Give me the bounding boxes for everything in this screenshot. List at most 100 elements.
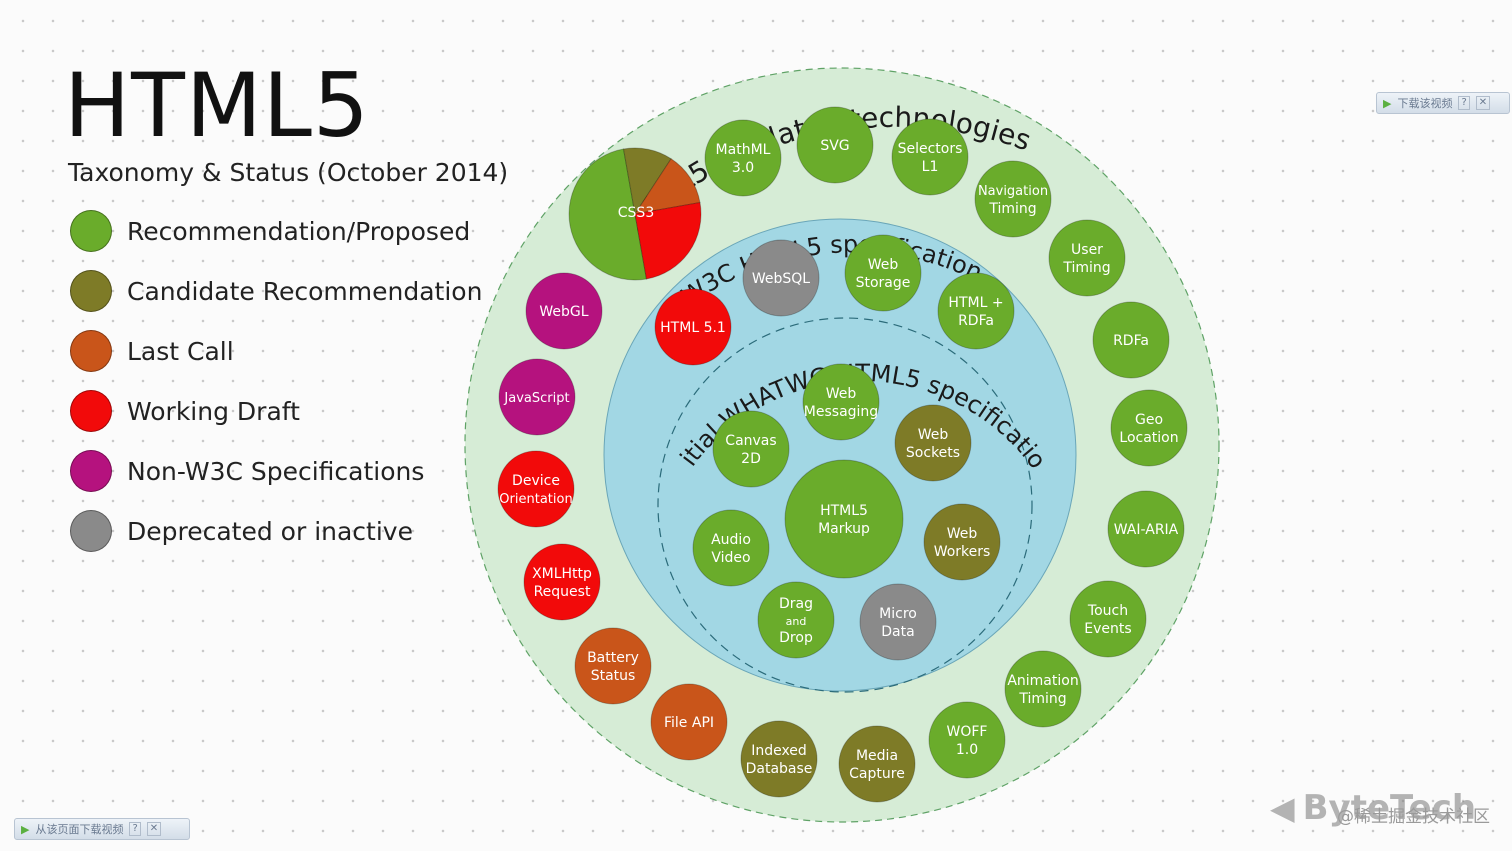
spec-label: WAI-ARIA [1114,522,1179,538]
spec-label: Micro [879,606,917,622]
spec-label: Location [1119,430,1178,446]
spec-bubble [1110,389,1188,467]
inner-ring [657,317,1033,693]
spec-label: Battery [587,650,639,666]
spec-bubble [1069,580,1147,658]
legend-item-non-w3c: Non-W3C Specifications [70,450,424,492]
play-icon: ▶ [21,822,30,836]
spec-html-5-1: HTML 5.1 [654,288,732,366]
spec-label: WebSQL [752,271,810,287]
page-title: HTML5 [64,54,370,157]
spec-label: WebGL [539,304,588,320]
spec-bubble [498,358,576,436]
spec-label: Drop [779,630,813,646]
css3-slice-candidate [622,147,672,216]
spec-rdfa: RDFa [1092,301,1170,379]
spec-bubble [923,503,1001,581]
legend-label: Recommendation/Proposed [127,216,471,246]
css3-label: CSS3 [618,205,654,221]
download-video-label: 下载该视频 [1397,97,1453,110]
download-page-video-label: 从该页面下载视频 [35,823,124,836]
spec-label: Timing [988,201,1036,217]
spec-label: L1 [922,159,939,175]
spec-label: 2D [741,451,761,467]
spec-label: Workers [934,544,991,560]
spec-bubble [704,119,782,197]
legend-item-recommendation: Recommendation/Proposed [70,210,470,252]
watermark: @稀土掘金技术社区 [1337,807,1490,827]
spec-bubble [894,404,972,482]
spec-label: Request [534,584,591,600]
spec-label: SVG [820,138,849,154]
spec-label: Web [826,386,857,402]
spec-label: Sockets [906,445,960,461]
css3-pie [568,147,702,281]
spec-label: JavaScript [503,391,569,406]
spec-label: Data [881,624,914,640]
spec-label: Geo [1135,412,1163,428]
spec-label: WOFF [947,724,988,740]
spec-bubble [692,509,770,587]
spec-label: HTML 5.1 [660,320,726,336]
legend-label: Working Draft [127,396,300,426]
spec-label: Audio [711,532,751,548]
css3-slice-last-call [633,158,701,215]
download-page-video-popup[interactable]: ▶ 从该页面下载视频 ? ✕ [14,818,190,840]
spec-bubble [757,581,835,659]
spec-label: User [1071,242,1103,258]
help-icon[interactable]: ? [129,822,141,836]
spec-label: Navigation [978,184,1048,199]
spec-label: RDFa [958,313,994,329]
spec-label: 3.0 [732,160,754,176]
legend-swatch-non-w3c [70,450,112,492]
spec-label: Animation [1007,673,1078,689]
download-video-popup[interactable]: ▶ 下载该视频 ? ✕ [1376,92,1510,114]
spec-label: Web [918,427,949,443]
spec-file-api: File API [650,683,728,761]
spec-bubble [784,459,904,579]
legend-swatch-candidate [70,270,112,312]
css3-slice-recommendation [568,148,648,281]
close-icon[interactable]: ✕ [146,822,162,836]
spec-bubble [654,288,732,366]
help-icon[interactable]: ? [1458,96,1470,110]
spec-bubble [928,701,1006,779]
spec-label: Timing [1062,260,1110,276]
spec-bubble [838,725,916,803]
spec-label: HTML5 [820,503,868,519]
legend-label: Last Call [127,336,234,366]
close-icon[interactable]: ✕ [1475,96,1491,110]
spec-bubble [1004,650,1082,728]
spec-label: Timing [1018,691,1066,707]
legend-item-candidate: Candidate Recommendation [70,270,482,312]
legend-item-deprecated: Deprecated or inactive [70,510,413,552]
spec-bubble [844,234,922,312]
brand-name: ByteTech [1302,788,1477,828]
spec-label: Messaging [804,404,878,420]
legend-label: Candidate Recommendation [127,276,483,306]
brand-logo: ◀ ByteTech [1270,788,1476,828]
play-icon: ▶ [1383,96,1392,110]
spec-label: Device [512,473,560,489]
spec-label: Web [947,526,978,542]
spec-bubble [1048,219,1126,297]
legend-label: Non-W3C Specifications [127,456,425,486]
spec-bubble [574,627,652,705]
